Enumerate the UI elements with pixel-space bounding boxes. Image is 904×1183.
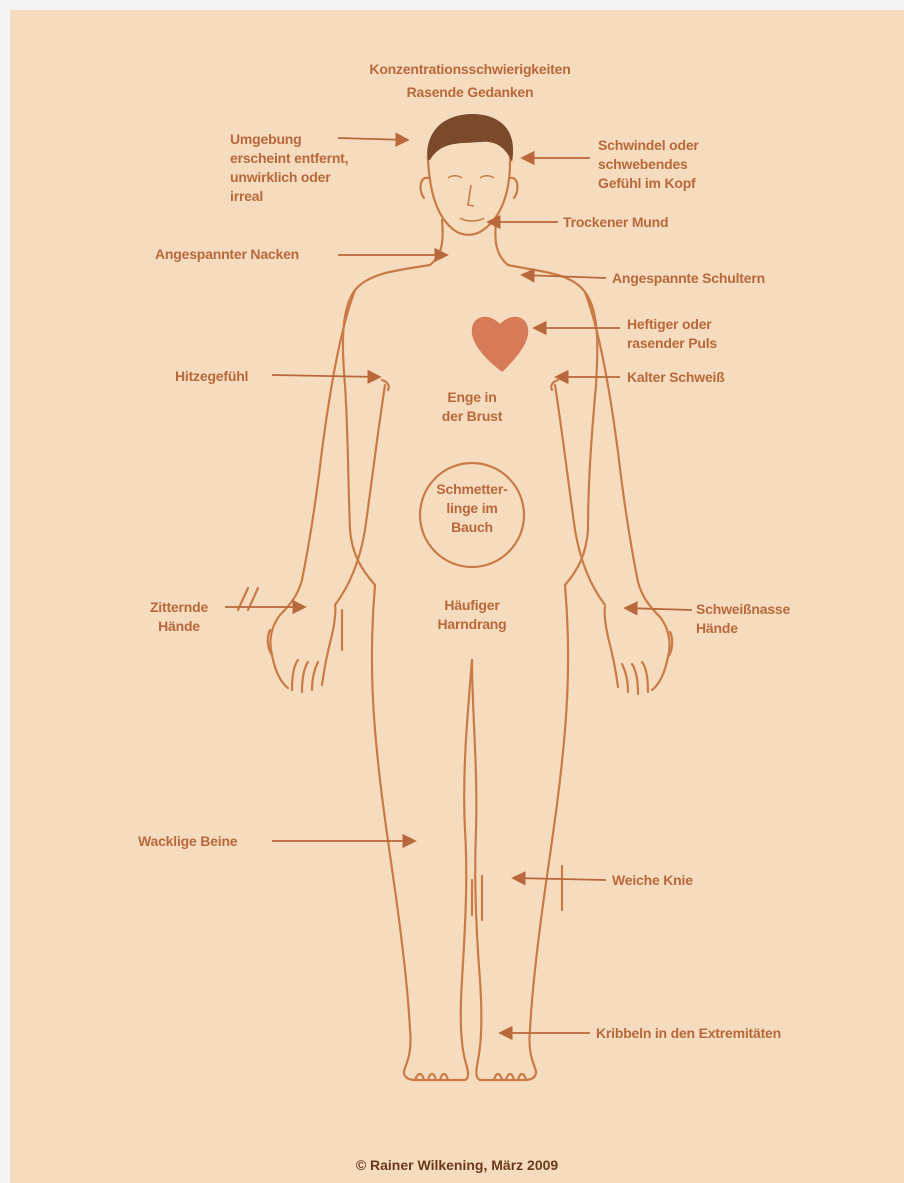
label-cold-sweat: Kalter Schweiß <box>627 368 725 387</box>
label-chest-tightness: Enge in der Brust <box>422 388 522 426</box>
neck-outline <box>430 220 443 265</box>
right-hand-outline <box>605 607 673 694</box>
label-racing-thoughts: Rasende Gedanken <box>330 83 610 102</box>
label-frequent-urination: Häufiger Harndrang <box>412 596 532 634</box>
hair <box>428 114 514 162</box>
label-soft-knees: Weiche Knie <box>612 871 693 890</box>
left-leg-outline <box>372 585 472 1080</box>
label-pulse: Heftiger oder rasender Puls <box>627 315 717 353</box>
left-hand-outline <box>268 605 336 692</box>
label-trembling-hands: Zitternde Hände <box>138 598 220 636</box>
label-tense-shoulders: Angespannte Schultern <box>612 269 765 288</box>
label-butterflies: Schmetter- linge im Bauch <box>422 480 522 537</box>
label-concentration: Konzentrationsschwierigkeiten <box>330 60 610 79</box>
label-shaky-legs: Wacklige Beine <box>138 832 237 851</box>
label-dizziness: Schwindel oder schwebendes Gefühl im Kop… <box>598 136 699 193</box>
label-tingling-extremities: Kribbeln in den Extremitäten <box>596 1024 781 1043</box>
right-leg-outline <box>472 585 568 1080</box>
label-unreal-surroundings: Umgebung erscheint entfernt, unwirklich … <box>230 130 348 206</box>
torso-outline <box>343 265 430 585</box>
label-heat-sensation: Hitzegefühl <box>175 367 248 386</box>
diagram-frame: Konzentrationsschwierigkeiten Rasende Ge… <box>10 10 904 1183</box>
label-dry-mouth: Trockener Mund <box>563 213 668 232</box>
label-tense-neck: Angespannter Nacken <box>155 245 299 264</box>
copyright-notice: © Rainer Wilkening, März 2009 <box>10 1157 904 1173</box>
heart-shape <box>472 317 529 372</box>
label-sweaty-hands: Schweißnasse Hände <box>696 600 790 638</box>
